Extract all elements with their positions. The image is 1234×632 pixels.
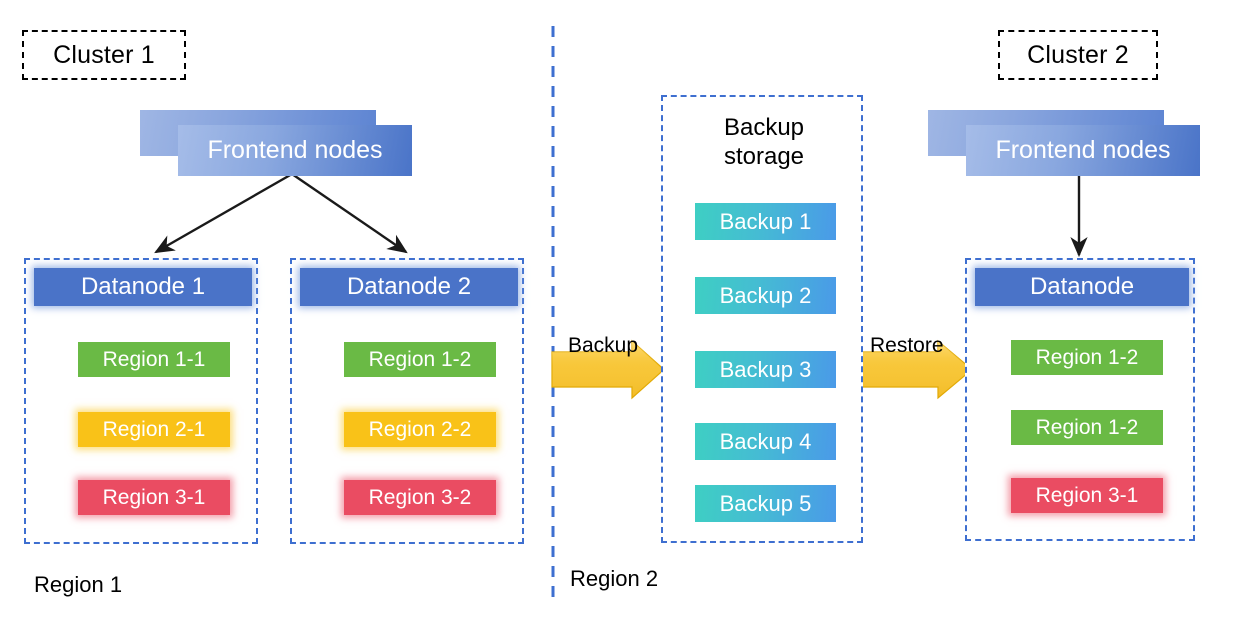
frontend-plate-front-right: Frontend nodes [966, 125, 1200, 176]
datanode-right-title: Datanode [1029, 273, 1135, 300]
backup-chip-3-label: Backup 3 [719, 356, 812, 382]
backup-chip-5-label: Backup 5 [719, 490, 812, 516]
arrow-frontend-to-datanode-2 [291, 173, 408, 254]
datanode-1-container[interactable]: Datanode 1 Region 1-1 Region 2-1 Region … [24, 258, 258, 544]
region-chip-right-2[interactable]: Region 1-2 [1011, 410, 1163, 445]
frontend-nodes-left-label: Frontend nodes [207, 136, 383, 164]
datanode-right-header[interactable]: Datanode [975, 268, 1189, 306]
region-chip-2-2-label: Region 2-2 [368, 417, 472, 441]
backup-chip-2-label: Backup 2 [719, 282, 812, 308]
backup-chip-1[interactable]: Backup 1 [695, 203, 836, 240]
datanode-2-title: Datanode 2 [346, 273, 472, 300]
arrow-frontend-to-datanode-1 [154, 172, 293, 254]
region-chip-right-3[interactable]: Region 3-1 [1011, 478, 1163, 513]
backup-storage-title-line1: Backup [723, 114, 805, 141]
cluster-1-label: Cluster 1 [53, 40, 155, 69]
region-chip-right-1-label: Region 1-2 [1035, 345, 1139, 369]
restore-flow-label: Restore [870, 334, 944, 357]
region-chip-2-2[interactable]: Region 2-2 [344, 412, 496, 447]
frontend-plate-front-left: Frontend nodes [178, 125, 412, 176]
backup-storage-container[interactable]: Backup storage Backup 1 Backup 2 Backup … [661, 95, 863, 543]
backup-flow-label: Backup [568, 334, 639, 357]
datanode-2-container[interactable]: Datanode 2 Region 1-2 Region 2-2 Region … [290, 258, 524, 544]
cluster-1-tag: Cluster 1 [22, 30, 186, 80]
region-chip-2-1-label: Region 2-1 [102, 417, 206, 441]
frontend-nodes-right[interactable]: Frontend nodes [928, 110, 1200, 176]
backup-chip-1-label: Backup 1 [719, 208, 812, 234]
region-chip-3-1[interactable]: Region 3-1 [78, 480, 230, 515]
region-chip-1-2[interactable]: Region 1-2 [344, 342, 496, 377]
backup-chip-5[interactable]: Backup 5 [695, 485, 836, 522]
backup-chip-4-label: Backup 4 [719, 428, 812, 454]
region-chip-1-1[interactable]: Region 1-1 [78, 342, 230, 377]
backup-storage-title: Backup storage [663, 113, 865, 172]
backup-chip-4[interactable]: Backup 4 [695, 423, 836, 460]
region-1-label: Region 1 [34, 572, 123, 597]
region-chip-3-2-label: Region 3-2 [368, 485, 472, 509]
region-chip-3-2[interactable]: Region 3-2 [344, 480, 496, 515]
backup-storage-title-line2: storage [723, 143, 805, 171]
cluster-2-label: Cluster 2 [1027, 40, 1129, 69]
region-chip-right-3-label: Region 3-1 [1035, 483, 1139, 507]
backup-chip-3[interactable]: Backup 3 [695, 351, 836, 388]
region-chip-1-2-label: Region 1-2 [368, 347, 472, 371]
datanode-2-header[interactable]: Datanode 2 [300, 268, 518, 306]
frontend-nodes-right-label: Frontend nodes [995, 136, 1171, 164]
datanode-right-container[interactable]: Datanode Region 1-2 Region 1-2 Region 3-… [965, 258, 1195, 541]
backup-chip-2[interactable]: Backup 2 [695, 277, 836, 314]
region-chip-2-1[interactable]: Region 2-1 [78, 412, 230, 447]
frontend-nodes-left[interactable]: Frontend nodes [140, 110, 412, 176]
region-chip-1-1-label: Region 1-1 [102, 347, 206, 371]
cluster-2-tag: Cluster 2 [998, 30, 1158, 80]
region-2-label: Region 2 [570, 566, 659, 591]
region-chip-3-1-label: Region 3-1 [102, 485, 206, 509]
datanode-1-header[interactable]: Datanode 1 [34, 268, 252, 306]
region-chip-right-1[interactable]: Region 1-2 [1011, 340, 1163, 375]
datanode-1-title: Datanode 1 [80, 273, 206, 300]
region-chip-right-2-label: Region 1-2 [1035, 415, 1139, 439]
